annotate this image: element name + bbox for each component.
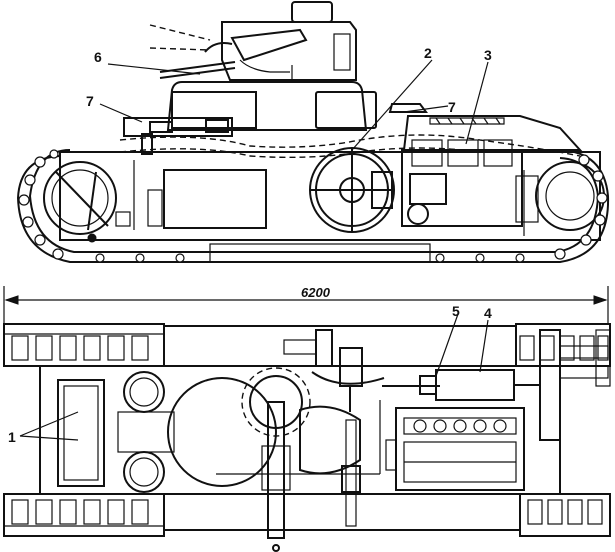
track-rollers xyxy=(18,149,608,263)
leader-lines xyxy=(19,59,489,441)
track-links-top xyxy=(11,335,609,361)
track-links-bottom xyxy=(11,499,603,525)
transmission-drum xyxy=(309,147,395,233)
hull-superstructure xyxy=(123,81,583,155)
hull-plan xyxy=(39,325,561,531)
callout-7-right: 7 xyxy=(448,99,456,115)
plan-view xyxy=(3,323,611,552)
fuel-tank-plan xyxy=(419,329,611,441)
callout-6: 6 xyxy=(94,49,102,65)
callout-2: 2 xyxy=(424,45,432,61)
callout-4: 4 xyxy=(484,305,492,321)
callout-5: 5 xyxy=(452,303,460,319)
engine-plan xyxy=(385,407,525,491)
turret xyxy=(149,1,357,82)
dimension-overall-length: 6200 xyxy=(301,285,331,300)
callout-labels: 6 7 2 7 3 5 4 1 xyxy=(8,45,492,445)
dimension-line: 6200 xyxy=(3,285,609,324)
callout-1: 1 xyxy=(8,429,16,445)
hull-lower xyxy=(59,139,601,263)
drive-shafts-plan xyxy=(216,329,440,527)
callout-7-left: 7 xyxy=(86,93,94,109)
turret-ring-plan xyxy=(167,367,361,552)
track-side xyxy=(16,134,610,263)
track-plan-top xyxy=(3,323,611,367)
front-idler xyxy=(43,161,117,243)
callout-3: 3 xyxy=(484,47,492,63)
side-view xyxy=(16,1,610,263)
